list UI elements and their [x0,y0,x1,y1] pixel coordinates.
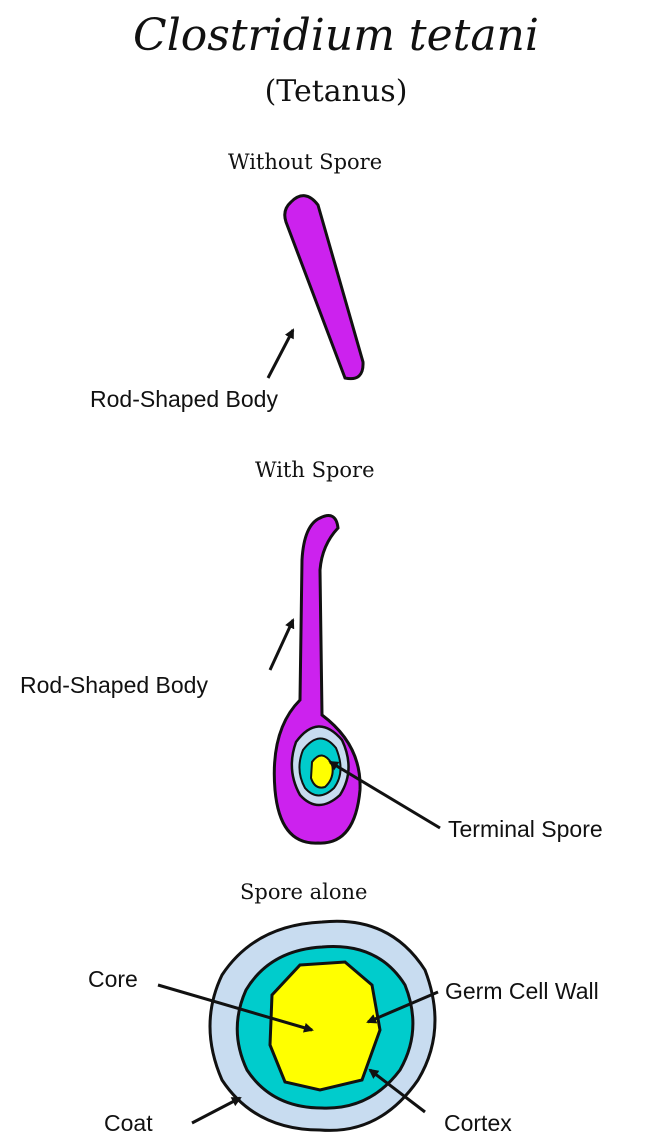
page-subtitle: (Tetanus) [0,74,672,109]
coat-arrow [192,1098,240,1123]
label-rod-body-2: Rod-Shaped Body [20,672,208,699]
label-cortex: Cortex [444,1110,512,1137]
label-core: Core [88,966,138,993]
page-title: Clostridium tetani [0,10,672,61]
label-germ-cell-wall: Germ Cell Wall [445,978,599,1005]
rod-arrow-1 [268,330,293,378]
heading-spore-alone: Spore alone [240,880,367,904]
rod-without-spore [285,196,363,379]
terminal-spore [292,726,349,805]
label-rod-body-1: Rod-Shaped Body [90,386,278,413]
heading-with-spore: With Spore [255,458,375,482]
spore-alone [210,921,435,1130]
label-coat: Coat [104,1110,153,1137]
heading-without-spore: Without Spore [228,150,382,174]
label-terminal-spore: Terminal Spore [448,816,603,843]
rod-arrow-2 [270,620,293,670]
core-layer [270,962,380,1090]
